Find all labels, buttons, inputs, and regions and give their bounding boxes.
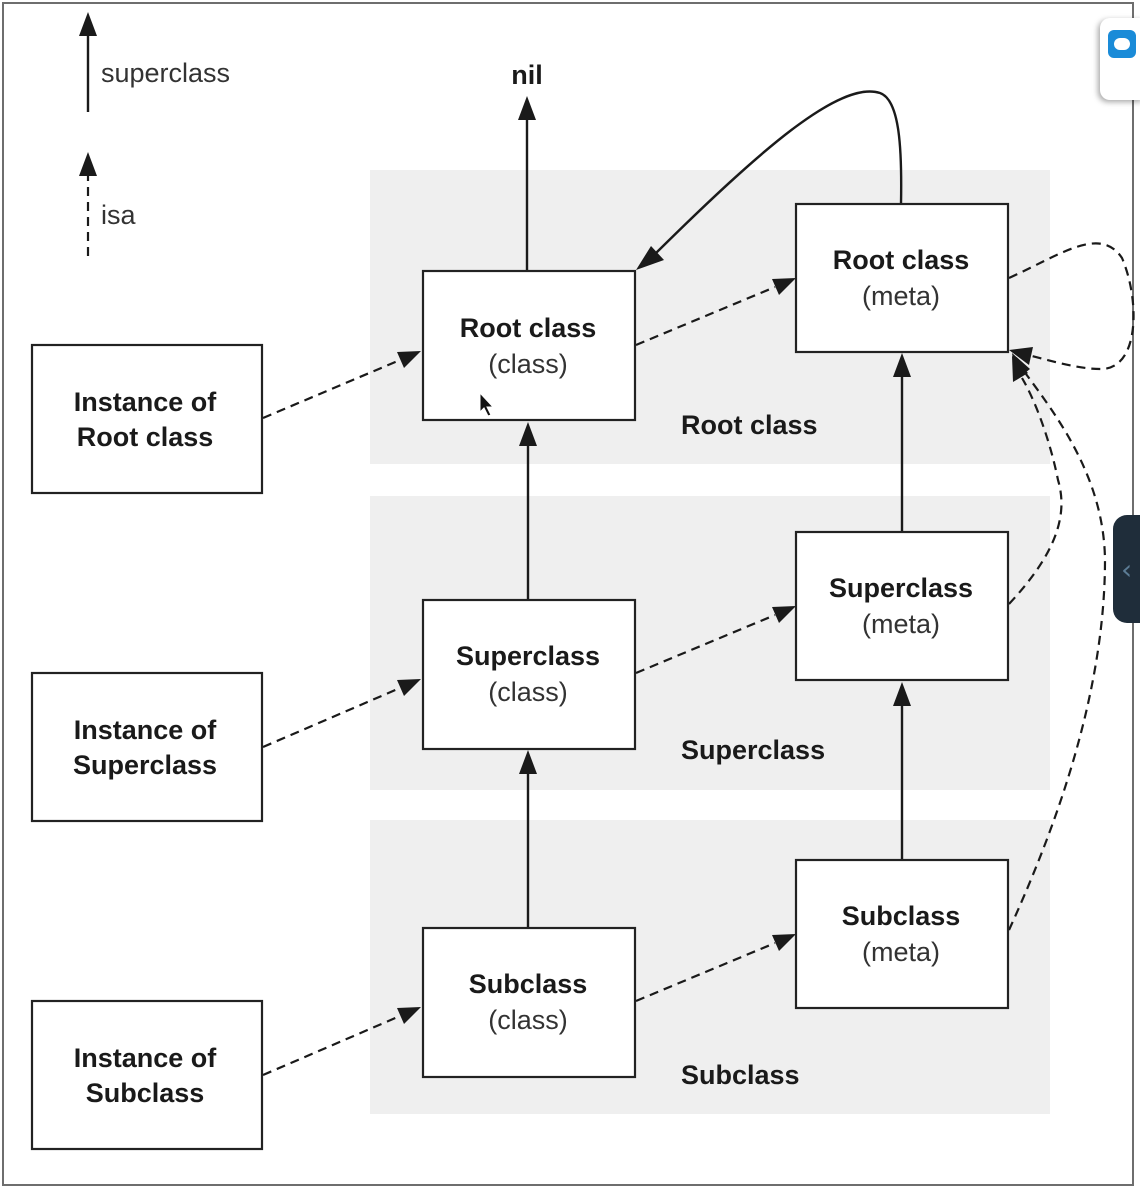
instance-root-class-box: Instance of Root class: [30, 343, 264, 495]
isa-subclass-meta-to-root-meta: [1012, 353, 1030, 380]
superclass-meta-box: Superclass (meta): [794, 530, 1010, 682]
arrow-superclass-meta-to-root-meta: [893, 353, 911, 377]
arrow-superclass-to-root-class: [519, 422, 537, 446]
isa-instance-subclass: [397, 1007, 421, 1024]
root-meta-subtitle: (meta): [862, 281, 940, 311]
instance-root-line2: Root class: [77, 422, 214, 452]
arrow-subclass-to-superclass: [519, 750, 537, 774]
band-label-subclass: Subclass: [681, 1060, 800, 1090]
legend-superclass-label: superclass: [101, 58, 230, 88]
remote-app-widget[interactable]: [1100, 18, 1140, 100]
instance-superclass-line1: Instance of: [74, 715, 218, 745]
root-class-subtitle: (class): [488, 349, 568, 379]
superclass-meta-title: Superclass: [829, 573, 973, 603]
arrow-root-class-to-nil: [518, 96, 536, 120]
instance-subclass-box: Instance of Subclass: [30, 999, 264, 1151]
root-meta-title: Root class: [833, 245, 970, 275]
isa-superclass-to-meta: [772, 606, 796, 623]
instance-superclass-line2: Superclass: [73, 750, 217, 780]
chevron-left-icon[interactable]: ‹: [1121, 553, 1133, 586]
band-label-root: Root class: [681, 410, 818, 440]
nil-label: nil: [511, 60, 543, 90]
subclass-meta-subtitle: (meta): [862, 937, 940, 967]
instance-superclass-box: Instance of Superclass: [30, 671, 264, 823]
arrow-root-meta-to-root-class: [636, 246, 664, 270]
mouse-cursor-icon: [479, 391, 495, 417]
band-label-superclass: Superclass: [681, 735, 825, 765]
subclass-meta-title: Subclass: [842, 901, 961, 931]
side-panel-tab[interactable]: ‹: [1113, 515, 1140, 623]
isa-instance-root: [397, 351, 421, 368]
arrow-subclass-meta-to-superclass-meta: [893, 682, 911, 706]
legend-isa-label: isa: [101, 200, 136, 230]
root-class-box: Root class (class): [421, 269, 637, 422]
superclass-class-title: Superclass: [456, 641, 600, 671]
superclass-class-subtitle: (class): [488, 677, 568, 707]
teamviewer-icon[interactable]: [1108, 30, 1136, 58]
instance-subclass-line1: Instance of: [74, 1043, 218, 1073]
root-class-title: Root class: [460, 313, 597, 343]
subclass-class-subtitle: (class): [488, 1005, 568, 1035]
root-meta-box: Root class (meta): [794, 202, 1010, 354]
instance-root-line1: Instance of: [74, 387, 218, 417]
subclass-class-title: Subclass: [469, 969, 588, 999]
isa-instance-superclass: [397, 679, 421, 696]
superclass-meta-subtitle: (meta): [862, 609, 940, 639]
superclass-class-box: Superclass (class): [421, 598, 637, 751]
isa-subclass-to-meta: [772, 934, 796, 951]
subclass-meta-box: Subclass (meta): [794, 858, 1010, 1010]
subclass-class-box: Subclass (class): [421, 926, 637, 1079]
isa-root-meta-self-loop: [1009, 347, 1033, 365]
isa-root-class-to-meta: [772, 278, 796, 295]
legend-superclass-arrowhead: [79, 12, 97, 36]
instance-subclass-line2: Subclass: [86, 1078, 205, 1108]
legend-isa-arrowhead: [79, 152, 97, 176]
